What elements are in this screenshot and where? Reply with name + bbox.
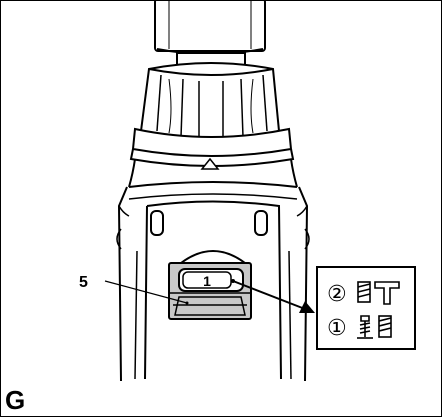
screw-icon [357, 315, 373, 339]
switch-window-number: 1 [203, 273, 211, 289]
position-marker-triangle [200, 157, 220, 170]
housing-body [116, 186, 310, 382]
gear-selector-switch[interactable]: 1 [168, 262, 252, 320]
callout-number: 5 [79, 274, 88, 291]
gear-number-1: ① [327, 316, 347, 341]
drill-bit-icon [357, 281, 371, 303]
housing-neck [128, 158, 298, 188]
gear-number-2: ② [327, 282, 347, 307]
pointer-arrow [231, 279, 315, 313]
switch-arch [180, 250, 246, 264]
gear-legend-box [316, 266, 416, 350]
figure-letter: G [5, 385, 25, 415]
drill-bit-icon [378, 315, 392, 338]
bit-holder [154, 1, 266, 55]
gear-row-2: ② [327, 281, 400, 307]
callout-5: 5 [79, 274, 189, 305]
torque-ring [139, 62, 281, 140]
hammer-icon [374, 281, 400, 305]
gear-row-1: ① [327, 315, 392, 341]
